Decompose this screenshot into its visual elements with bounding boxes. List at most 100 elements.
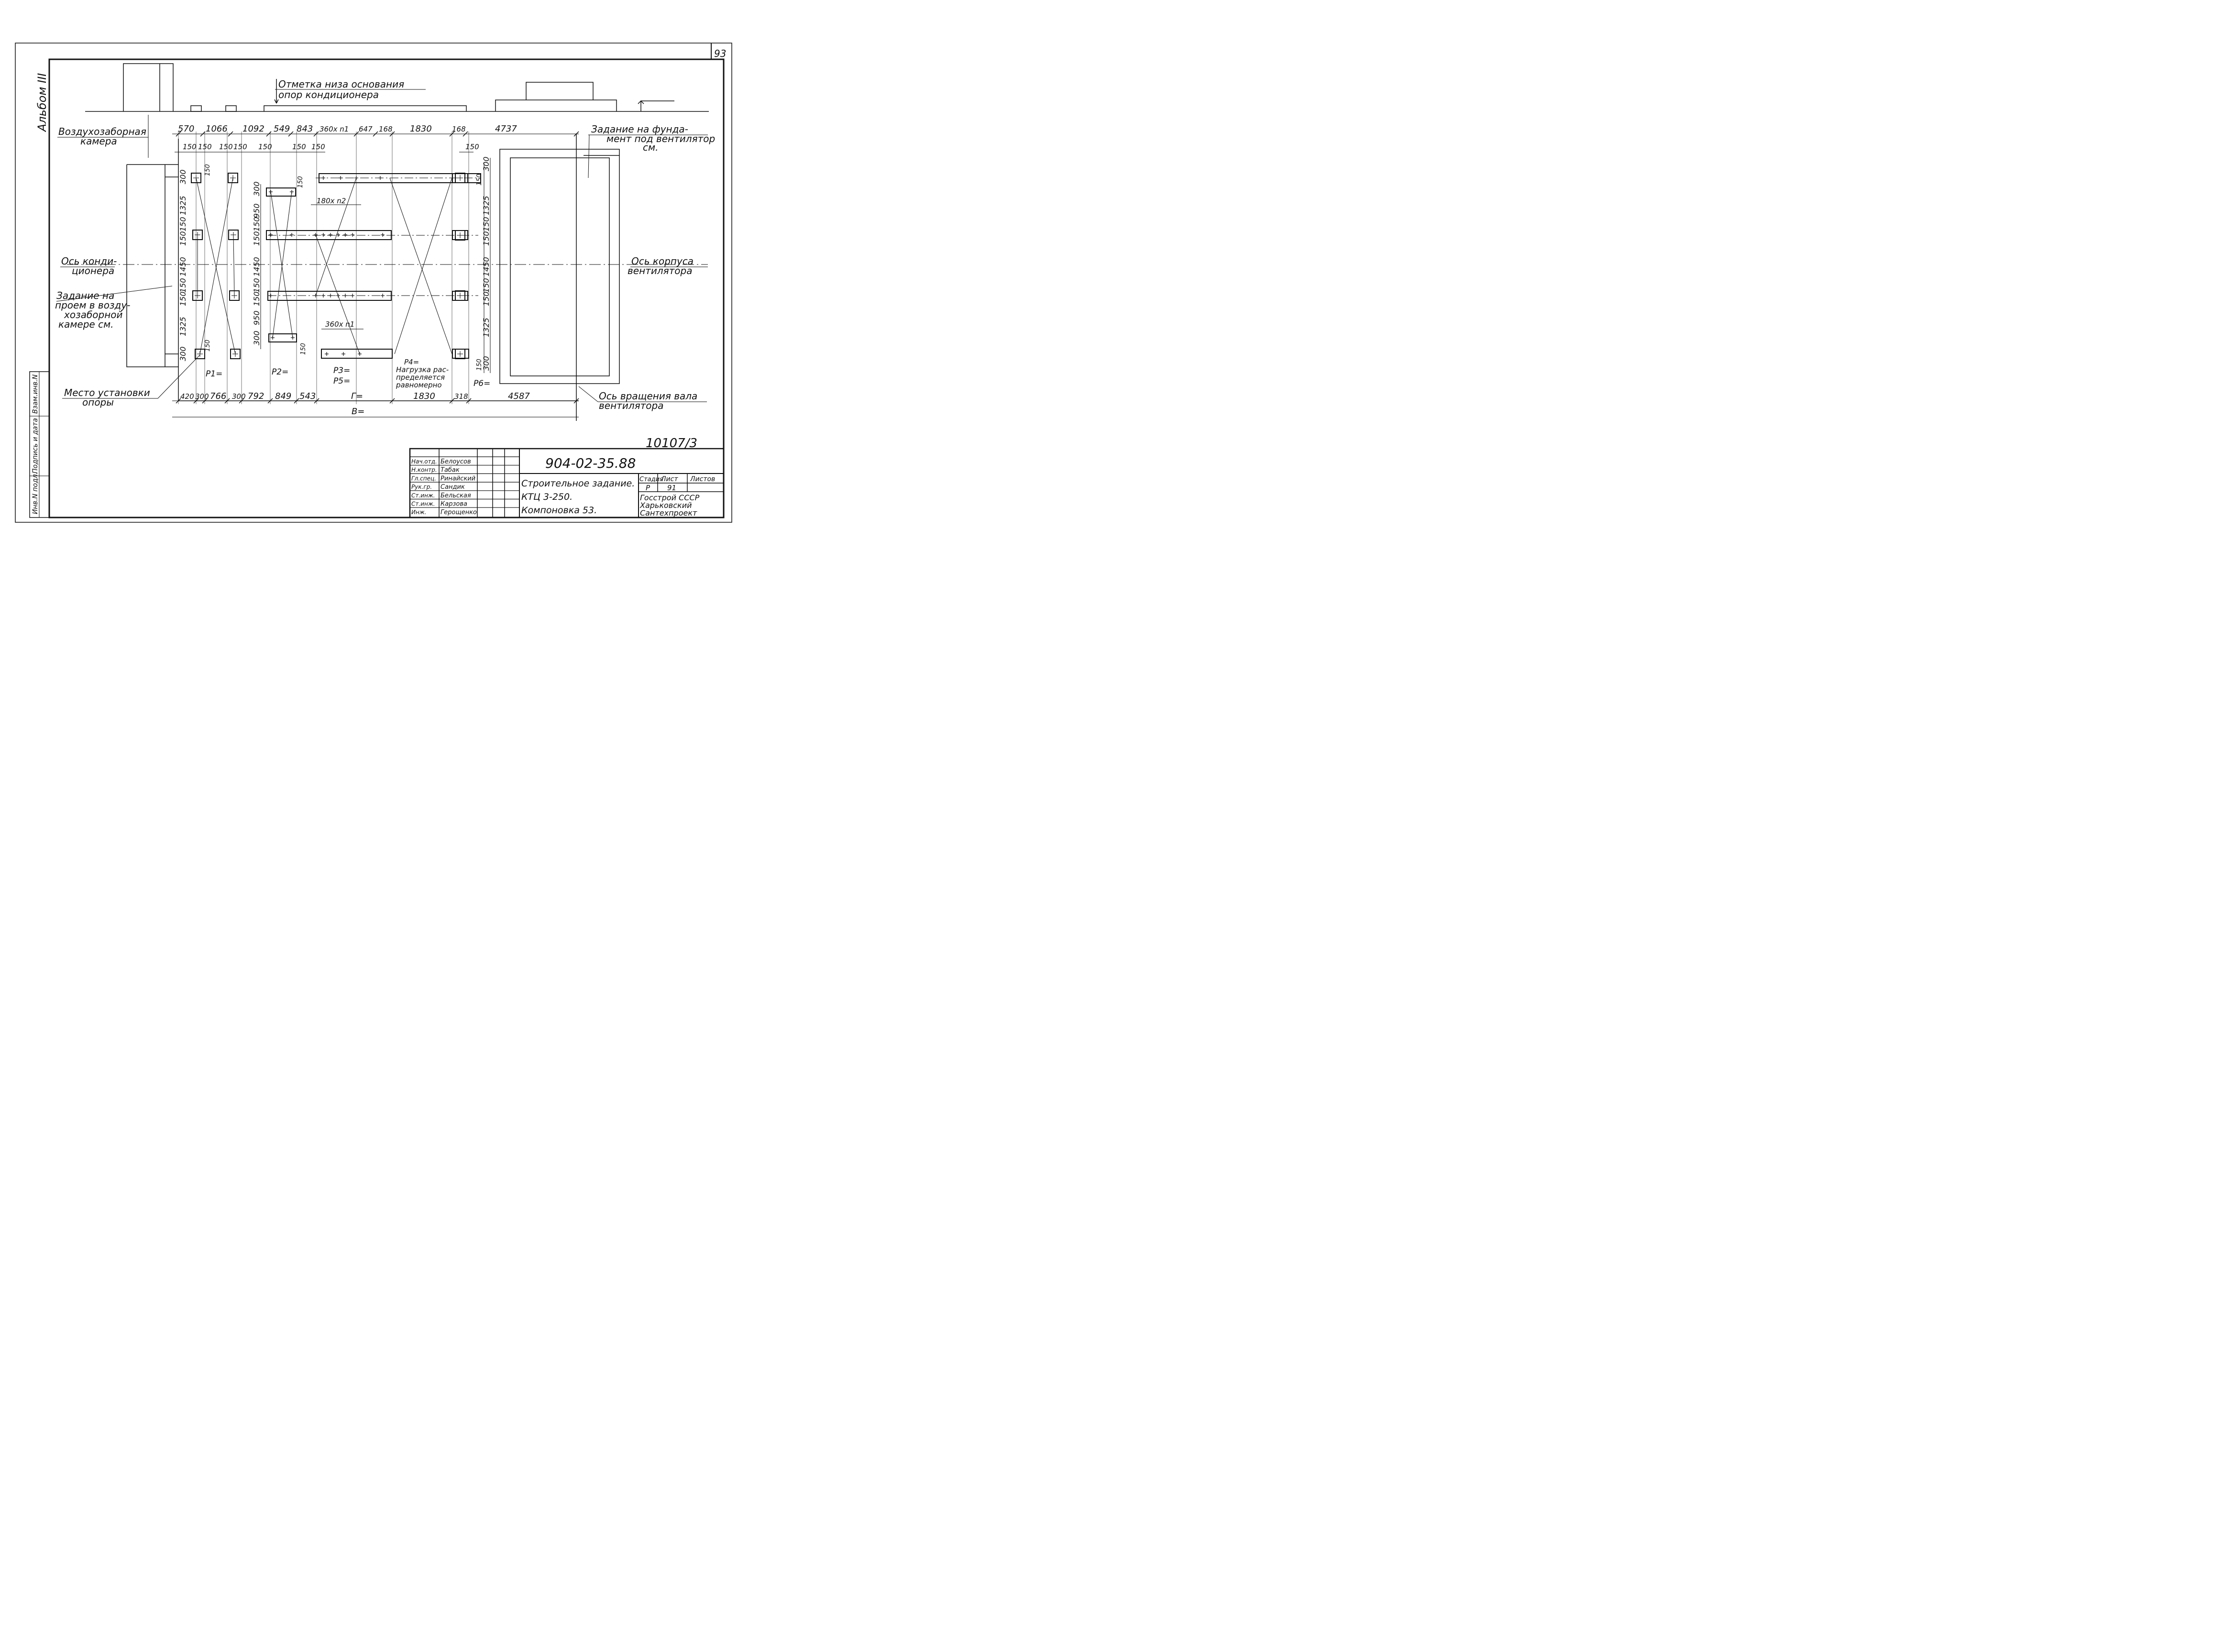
drawing-sheet: 93 Альбом III Инв.N подл. Подпись и дата… bbox=[0, 0, 746, 550]
side-stamp-inv: Инв.N подл. bbox=[32, 472, 39, 514]
stamp-name: Ринайский bbox=[441, 475, 475, 482]
support-beam bbox=[452, 230, 468, 240]
bracing-line bbox=[199, 177, 233, 354]
stamp-role: Ст.инж. bbox=[411, 492, 435, 499]
note-opening: камере см. bbox=[58, 319, 114, 330]
top-dimension-labels: 570 1066 1092 549 843 360x n1 647 168 18… bbox=[178, 124, 517, 134]
stamp-name: Белоусов bbox=[441, 458, 471, 465]
dim-top2: 150 bbox=[465, 143, 479, 151]
load-note: Р4= Нагрузка рас- пределяется равномерно bbox=[396, 358, 449, 389]
dim-top2: 150 bbox=[258, 143, 272, 151]
stamp-role: Рук.гр. bbox=[411, 484, 432, 490]
dimension-tick bbox=[573, 131, 579, 137]
side-stamp: Инв.N подл. Подпись и дата Взам.инв.N bbox=[29, 371, 50, 518]
dim-bottom: 849 bbox=[275, 391, 291, 401]
stamp-stage: Р bbox=[646, 484, 650, 492]
support-beam bbox=[452, 291, 468, 301]
dim-left: 150 bbox=[178, 291, 187, 306]
stamp-head-sheets: Листов bbox=[690, 475, 715, 483]
dim-left: 1450 bbox=[178, 257, 187, 276]
stamp-head-sheet: Лист bbox=[661, 475, 678, 483]
note-air-chamber: Воздухозаборная bbox=[58, 126, 146, 137]
note-shaft-axis: Ось вращения вала bbox=[599, 390, 697, 402]
dim-top: 1830 bbox=[410, 124, 432, 134]
top-silhouette bbox=[85, 63, 709, 112]
dim-inner: 150 bbox=[297, 176, 304, 188]
dim-right: 150 bbox=[476, 359, 483, 371]
dim-inner: 300 bbox=[252, 330, 261, 345]
dim-left: 150 bbox=[178, 217, 187, 231]
stamp-name: Карзова bbox=[441, 501, 467, 508]
dim-top: 1066 bbox=[206, 124, 228, 134]
load-note-line: Нагрузка рас- bbox=[396, 365, 449, 374]
dim-top: 360x n1 bbox=[319, 125, 349, 133]
stamp-role: Ст.инж. bbox=[411, 501, 435, 507]
stamp-role: Нач.отд. bbox=[411, 458, 437, 465]
dimension-tick bbox=[463, 131, 468, 137]
bracing-line bbox=[315, 234, 360, 354]
support-pad bbox=[230, 349, 241, 359]
load-p5: Р5= bbox=[333, 376, 350, 386]
dim-top2: 150 bbox=[311, 143, 325, 151]
stamp-title-line: КТЦ 3-250. bbox=[521, 492, 573, 502]
dim-right: 150 bbox=[482, 217, 491, 231]
stamp-name: Табак bbox=[441, 467, 460, 474]
title-block: Нач.отд.БелоусовН.контр.ТабакГл.спец.Рин… bbox=[409, 448, 725, 518]
stamp-role: Н.контр. bbox=[411, 467, 437, 474]
dimension-tick bbox=[373, 131, 378, 137]
note-base-mark: опор кондиционера bbox=[278, 89, 379, 100]
stamp-org: Госстрой СССР bbox=[640, 493, 700, 502]
bottom-dimension-labels: 420 300 766 300 792 849 543 Г= 1830 318 … bbox=[180, 391, 530, 417]
dim-inner: 150 bbox=[300, 343, 307, 355]
dim-bottom: 318 bbox=[454, 392, 468, 401]
dim-inner: 950 bbox=[252, 203, 261, 218]
dim-left: 150 bbox=[204, 164, 211, 176]
load-p1: Р1= bbox=[206, 369, 222, 379]
dim-top2: 150 bbox=[292, 143, 306, 151]
dimension-tick bbox=[200, 131, 206, 137]
dim-left: 1325 bbox=[178, 317, 187, 336]
top-dimension-labels-2: 150 150 150 150 150 150 150 150 bbox=[183, 143, 479, 151]
left-dimension-labels: 300 1325 150 150 1450 150 150 1325 300 1… bbox=[178, 164, 211, 361]
album-label: Альбом III bbox=[35, 73, 49, 132]
note-support-place: Место установки bbox=[64, 387, 150, 398]
footprint-outline bbox=[178, 134, 579, 421]
leader-lines bbox=[56, 89, 708, 402]
dim-top: 647 bbox=[359, 125, 373, 133]
dim-bottom: Г= bbox=[351, 391, 363, 401]
bracing-line bbox=[270, 191, 293, 338]
load-note-line: пределяется bbox=[396, 373, 445, 382]
stamp-designation: 904-02-35.88 bbox=[545, 455, 636, 471]
fan-foundation-outline bbox=[499, 149, 620, 384]
bracing-line bbox=[315, 177, 357, 296]
dim-bottom: 1830 bbox=[413, 391, 435, 401]
bracing-line bbox=[196, 177, 236, 354]
note-cond-axis: Ось конди- bbox=[61, 255, 117, 267]
dim-top2: 150 bbox=[219, 143, 233, 151]
support-pad bbox=[228, 173, 238, 183]
bracing-line bbox=[272, 191, 292, 338]
outer-frame bbox=[15, 43, 732, 523]
note-base-mark: Отметка низа основания bbox=[278, 78, 404, 90]
dim-left: 150 bbox=[204, 340, 211, 352]
support-beam bbox=[319, 173, 481, 183]
annotations: Отметка низа основания опор кондиционера… bbox=[55, 78, 715, 411]
dim-bottom: 792 bbox=[248, 391, 264, 401]
dim-right: 300 bbox=[482, 156, 491, 171]
dim-right: 300 bbox=[482, 356, 491, 371]
stamp-name: Сандик bbox=[441, 484, 465, 491]
stamp-org: Харьковский bbox=[639, 501, 692, 510]
load-note-p4: Р4= bbox=[404, 358, 419, 366]
stamp-role: Инж. bbox=[411, 509, 426, 516]
load-p2: Р2= bbox=[272, 367, 288, 377]
dimension-tick bbox=[266, 131, 272, 137]
note-fan-foundation: Задание на фунда- bbox=[591, 123, 688, 135]
dim-left: 150 bbox=[178, 231, 187, 246]
dim-top: 168 bbox=[379, 125, 393, 133]
dim-top: 570 bbox=[178, 124, 194, 134]
dim-right: 150 bbox=[482, 231, 491, 246]
bracing-line bbox=[389, 177, 452, 354]
load-p6: Р6= bbox=[474, 379, 490, 388]
dim-bottom: 300 bbox=[232, 392, 246, 401]
dim-right: 1325 bbox=[482, 318, 491, 337]
